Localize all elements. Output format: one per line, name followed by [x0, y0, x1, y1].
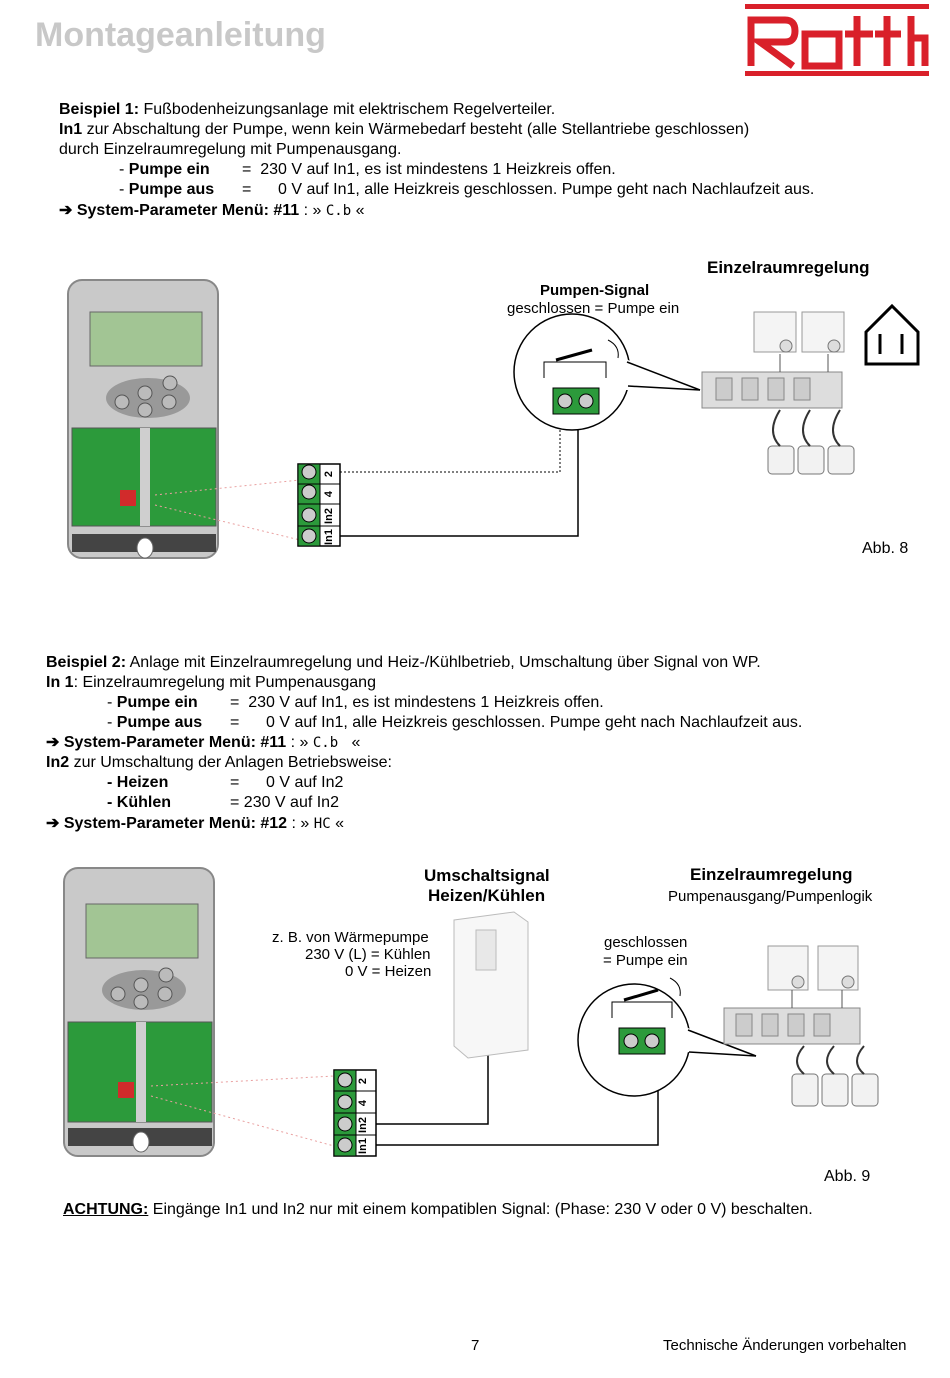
example2-in2: In2 zur Umschaltung der Anlagen Betriebs…	[46, 753, 392, 773]
heat-label: - Heizen	[107, 774, 169, 791]
switch-signal-line1: Umschaltsignal	[424, 866, 550, 885]
closed-line2: = Pumpe ein	[603, 952, 688, 969]
terminal-block-1	[297, 463, 341, 547]
menu1-label: System-Parameter Menü: #11	[63, 734, 287, 751]
page-number: 7	[471, 1337, 480, 1354]
heat-pump-line1: z. B. von Wärmepumpe	[272, 929, 429, 946]
controller-device-2	[63, 867, 215, 1157]
closed-line1: geschlossen	[604, 934, 688, 951]
in1-label: In1	[59, 121, 83, 138]
example2-title: Beispiel 2:	[46, 654, 127, 671]
terminal-4b: 4	[357, 1099, 369, 1107]
example1-title: Beispiel 1:	[59, 101, 140, 118]
in1-text-2: : Einzelraumregelung mit Pumpenausgang	[73, 674, 376, 691]
arrow-right-icon: ➔	[46, 734, 60, 751]
heat-pump-line3: 0 V = Heizen	[345, 963, 432, 980]
in1-label-2: In 1	[46, 674, 74, 691]
figure-label-1: Abb. 8	[862, 540, 909, 557]
pump-off-value-2: 0 V auf In1, alle Heizkreis geschlossen.…	[266, 714, 803, 731]
menu1-value: C.b	[312, 735, 339, 751]
pump-off-label: Pumpe aus	[128, 181, 215, 198]
example1-pump-off-value: = 0 V auf In1, alle Heizkreis geschlosse…	[242, 181, 815, 198]
heat-pump-line2: 230 V (L) = Kühlen	[305, 946, 431, 963]
pump-on-label-2: Pumpe ein	[116, 694, 198, 711]
in1-text: zur Abschaltung der Pumpe, wenn kein Wär…	[82, 121, 750, 138]
figure-label-2: Abb. 9	[824, 1168, 871, 1185]
example1-title-rest: Fußbodenheizungsanlage mit elektrischem …	[139, 101, 556, 118]
terminal-in1: In1	[323, 529, 335, 545]
warning-text: Eingänge In1 und In2 nur mit einem kompa…	[148, 1201, 813, 1218]
room-control-label-1: Einzelraumregelung	[707, 258, 870, 277]
example1-pump-on-value: = 230 V auf In1, es ist mindestens 1 Hei…	[242, 161, 616, 178]
pump-off-label-2: Pumpe aus	[116, 714, 203, 731]
terminal-4: 4	[323, 490, 335, 498]
terminal-labels-2: 2 4 In2 In1	[357, 1070, 375, 1156]
example1-in1-cont: durch Einzelraumregelung mit Pumpenausga…	[59, 141, 402, 158]
terminal-block-2	[333, 1069, 377, 1157]
menu-label: System-Parameter Menü: #11	[76, 202, 300, 219]
controller-device-1	[67, 279, 219, 559]
diagram-2	[63, 867, 879, 1157]
pump-signal-label: Pumpen-Signal	[540, 282, 650, 299]
example2-pump-on-value: = 230 V auf In1, es ist mindestens 1 Hei…	[230, 694, 604, 711]
warning-note: ACHTUNG: Eingänge In1 und In2 nur mit ei…	[63, 1200, 813, 1220]
house-icon	[864, 303, 920, 366]
arrow-right-icon: ➔	[59, 202, 73, 219]
example1-heading: Beispiel 1: Fußbodenheizungsanlage mit e…	[59, 100, 555, 120]
heat-value: 0 V auf In2	[266, 774, 344, 791]
page-title: Montageanleitung	[35, 16, 326, 54]
arrow-right-icon: ➔	[46, 815, 60, 832]
in2-text: zur Umschaltung der Anlagen Betriebsweis…	[69, 754, 392, 771]
roth-logo	[745, 4, 929, 76]
example2-pump-on: - Pumpe ein	[107, 694, 198, 711]
diagram-1	[67, 279, 920, 559]
room-control-sub: Pumpenausgang/Pumpenlogik	[668, 888, 873, 905]
warning-label: ACHTUNG:	[63, 1201, 149, 1218]
terminal-2b: 2	[357, 1077, 369, 1085]
heat-value-row: = 0 V auf In2	[230, 774, 344, 791]
pump-off-value: 0 V auf In1, alle Heizkreis geschlossen.…	[278, 181, 815, 198]
example2-pump-off-value: = 0 V auf In1, alle Heizkreis geschlosse…	[230, 714, 803, 731]
example2-menu2: ➔ System-Parameter Menü: #12 : » HC «	[46, 815, 344, 832]
heat-pump-unit	[453, 911, 529, 1059]
example1-pump-off: - Pumpe aus	[119, 181, 215, 198]
example2-in1: In 1: Einzelraumregelung mit Pumpenausga…	[46, 673, 376, 693]
menu2-value: HC	[313, 816, 331, 832]
cool-value: = 230 V auf In2	[230, 794, 339, 811]
pump-on-label: Pumpe ein	[128, 161, 210, 178]
example2-pump-off: - Pumpe aus	[107, 714, 203, 731]
menu-value: C.b	[325, 203, 352, 219]
example2-title-rest: Anlage mit Einzelraumregelung und Heiz-/…	[126, 654, 761, 671]
switch-signal-line2: Heizen/Kühlen	[428, 886, 546, 905]
terminal-labels-1: 2 4 In2 In1	[323, 463, 341, 547]
terminal-in1b: In1	[357, 1138, 369, 1154]
cool-label: - Kühlen	[107, 794, 171, 811]
in2-label: In2	[46, 754, 70, 771]
footer-note: Technische Änderungen vorbehalten	[663, 1337, 907, 1354]
example1-pump-on: - Pumpe ein	[119, 161, 210, 178]
pump-on-value: 230 V auf In1, es ist mindestens 1 Heizk…	[260, 161, 616, 178]
example2-heading: Beispiel 2: Anlage mit Einzelraumregelun…	[46, 653, 761, 673]
example1-in1: In1 zur Abschaltung der Pumpe, wenn kein…	[59, 120, 749, 140]
terminal-2: 2	[323, 470, 335, 478]
pump-signal-sub: geschlossen = Pumpe ein	[507, 300, 680, 317]
example2-menu1: ➔ System-Parameter Menü: #11 : » C.b «	[46, 734, 361, 751]
room-control-label-2: Einzelraumregelung	[690, 865, 853, 884]
menu2-label: System-Parameter Menü: #12	[63, 815, 288, 832]
example1-menu: ➔ System-Parameter Menü: #11 : » C.b «	[59, 202, 365, 219]
pump-on-value-2: 230 V auf In1, es ist mindestens 1 Heizk…	[248, 694, 604, 711]
